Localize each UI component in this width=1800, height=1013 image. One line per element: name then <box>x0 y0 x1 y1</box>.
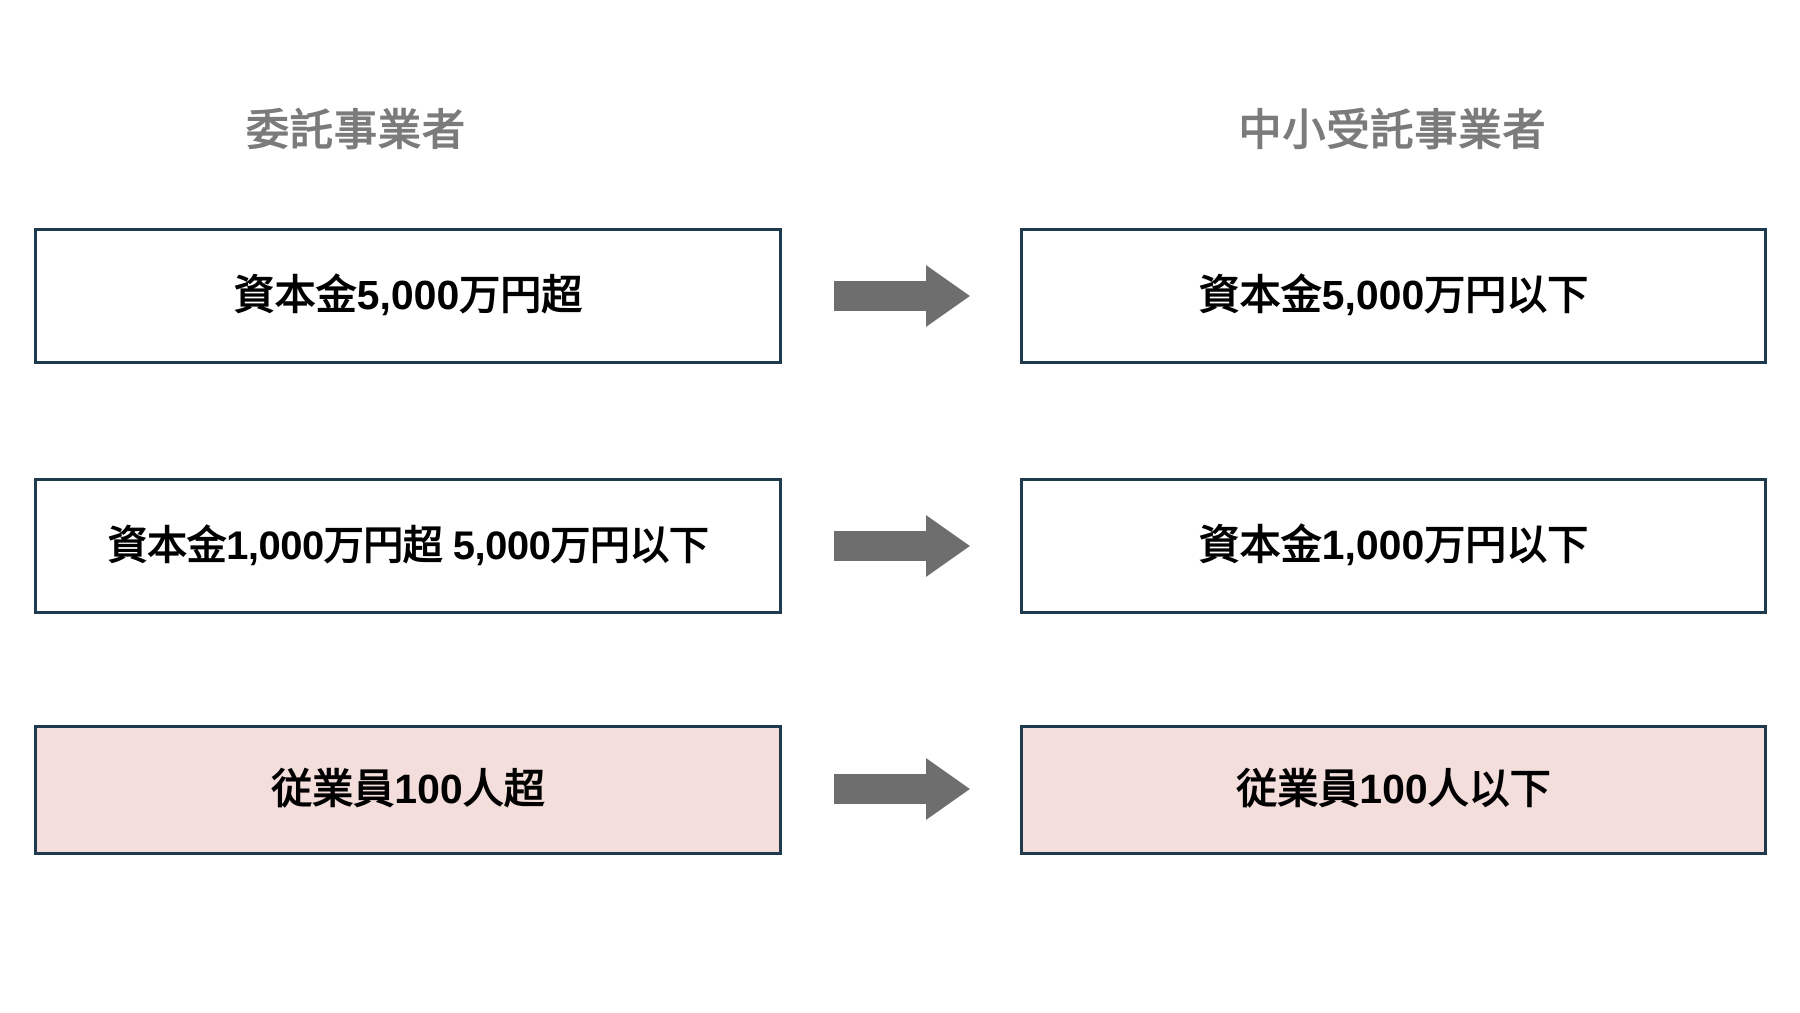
arrow-row-3 <box>834 758 970 820</box>
left-box-row-2-label: 資本金1,000万円超 5,000万円以下 <box>107 524 709 568</box>
left-box-row-3-label: 従業員100人超 <box>271 766 545 813</box>
right-box-row-3-label: 従業員100人以下 <box>1236 766 1551 813</box>
right-box-row-3[interactable]: 従業員100人以下 <box>1020 725 1767 855</box>
column-header-left: 委託事業者 <box>246 107 466 155</box>
column-header-right: 中小受託事業者 <box>1238 107 1547 155</box>
right-box-row-2[interactable]: 資本金1,000万円以下 <box>1020 478 1767 614</box>
right-arrow-icon <box>834 515 970 577</box>
arrow-row-1 <box>834 265 970 327</box>
left-box-row-1[interactable]: 資本金5,000万円超 <box>34 228 782 364</box>
arrow-row-2 <box>834 515 970 577</box>
right-box-row-1-label: 資本金5,000万円以下 <box>1198 272 1589 319</box>
right-box-row-2-label: 資本金1,000万円以下 <box>1198 522 1589 569</box>
left-box-row-3[interactable]: 従業員100人超 <box>34 725 782 855</box>
right-box-row-1[interactable]: 資本金5,000万円以下 <box>1020 228 1767 364</box>
right-arrow-icon <box>834 265 970 327</box>
left-box-row-1-label: 資本金5,000万円超 <box>233 272 583 319</box>
left-box-row-2[interactable]: 資本金1,000万円超 5,000万円以下 <box>34 478 782 614</box>
right-arrow-icon <box>834 758 970 820</box>
